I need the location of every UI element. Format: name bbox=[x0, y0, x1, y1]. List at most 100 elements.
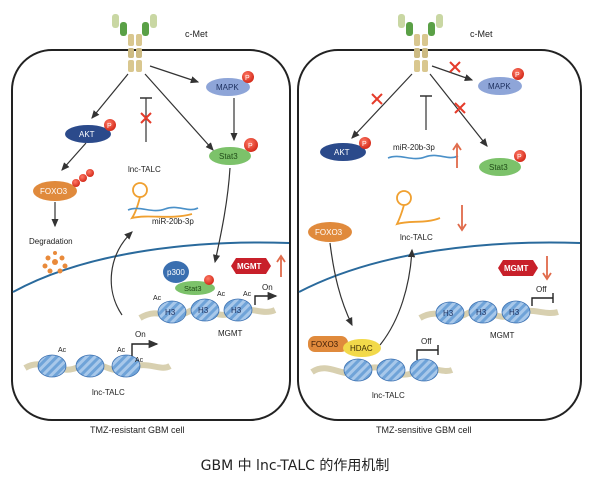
left-mgmt-h3-label-2: H3 bbox=[198, 306, 209, 315]
right-mgmt-off-bar-icon bbox=[531, 293, 554, 306]
left-nuclear-envelope bbox=[12, 241, 290, 293]
left-mgmt-on-arrow-icon bbox=[254, 291, 278, 305]
left-lnc-on-arrow-icon bbox=[131, 339, 159, 356]
right-mapk-node bbox=[478, 77, 522, 95]
left-cell: c-Met AKT P MAPK P Stat3 P FOXO3 bbox=[11, 14, 291, 435]
right-mapk-phospho-icon bbox=[512, 68, 524, 80]
right-c-met-receptor-icon bbox=[398, 14, 443, 72]
right-mgmt-protein-label: MGMT bbox=[504, 264, 529, 273]
left-lnc-ac-label-3: Ac bbox=[135, 357, 144, 364]
right-foxo3-node bbox=[308, 222, 352, 242]
right-cell-title: TMZ-sensitive GBM cell bbox=[376, 425, 472, 435]
right-mgmt-protein-node bbox=[498, 260, 538, 276]
right-mgmt-nucleosomes bbox=[435, 300, 531, 325]
left-mgmt-protein-node bbox=[231, 258, 271, 274]
left-lnc-ac-label-1: Ac bbox=[58, 347, 67, 354]
left-mir-rna-icon bbox=[127, 206, 199, 212]
right-lnc-nucleosomes bbox=[343, 358, 439, 382]
right-nuclear-envelope bbox=[298, 241, 581, 293]
right-akt-node bbox=[320, 143, 366, 161]
left-p300-label: p300 bbox=[167, 268, 185, 277]
left-foxo3-label: FOXO3 bbox=[40, 187, 68, 196]
left-lnc-on-label: On bbox=[135, 330, 146, 339]
right-lnc-talc-gene-label: lnc-TALC bbox=[372, 391, 405, 400]
left-mapk-phospho-icon bbox=[242, 71, 254, 83]
right-mir-label: miR-20b-3p bbox=[393, 143, 435, 152]
left-akt-phospho-icon bbox=[104, 119, 116, 131]
left-mgmt-ac-label-2: Ac bbox=[217, 291, 226, 298]
right-akt-block-x-icon bbox=[371, 93, 383, 105]
left-foxo3-node bbox=[33, 181, 77, 201]
left-mgmt-ac-label-1: Ac bbox=[153, 295, 162, 302]
right-lnc-down-arrow-icon bbox=[457, 205, 467, 232]
right-akt-phospho-label: P bbox=[362, 141, 367, 148]
right-stat3-label: Stat3 bbox=[489, 163, 508, 172]
right-mgmt-h3-label-1: H3 bbox=[443, 309, 454, 318]
left-lnc-nucleosomes bbox=[37, 354, 141, 378]
right-akt-phospho-icon bbox=[359, 137, 371, 149]
right-mir-up-arrow-icon bbox=[452, 142, 462, 168]
right-mgmt-h3-label-3: H3 bbox=[509, 308, 520, 317]
right-lnc-off-label: Off bbox=[421, 337, 432, 346]
right-mgmt-off-label: Off bbox=[536, 285, 547, 294]
right-lnc-off-bar-icon bbox=[416, 345, 439, 360]
left-block-x-icon bbox=[140, 112, 152, 124]
right-mgmt-h3-label-2: H3 bbox=[476, 308, 487, 317]
right-foxo3-nuclear-node bbox=[308, 336, 348, 352]
left-akt-phospho-label: P bbox=[107, 123, 112, 130]
left-c-met-receptor-icon bbox=[112, 14, 157, 72]
left-mgmt-h3-label-1: H3 bbox=[165, 308, 176, 317]
left-stat3-node bbox=[209, 147, 251, 165]
left-mgmt-nucleosomes bbox=[157, 298, 253, 324]
left-p300-node bbox=[163, 261, 189, 283]
left-degradation-fragments-icon bbox=[42, 251, 68, 274]
left-degradation-label: Degradation bbox=[29, 237, 73, 246]
left-foxo3-phospho-icon bbox=[72, 169, 94, 187]
left-mir-label: miR-20b-3p bbox=[152, 217, 194, 226]
right-mapk-block-x-icon bbox=[449, 61, 461, 73]
left-mgmt-ac-label-3: Ac bbox=[243, 291, 252, 298]
right-mgmt-down-arrow-icon bbox=[542, 256, 552, 281]
left-stat3-label: Stat3 bbox=[219, 152, 238, 161]
left-lnc-talc-rna-icon bbox=[130, 182, 193, 220]
right-receptor-label: c-Met bbox=[470, 29, 493, 39]
left-cell-membrane bbox=[11, 49, 291, 421]
right-foxo3-nuclear-label: FOXO3 bbox=[311, 340, 339, 349]
right-mgmt-gene-label: MGMT bbox=[490, 331, 515, 340]
left-mapk-phospho-label: P bbox=[245, 75, 250, 82]
right-hdac-node bbox=[343, 339, 381, 357]
right-mapk-phospho-label: P bbox=[515, 72, 520, 79]
right-stat3-block-x-icon bbox=[454, 102, 466, 114]
left-mgmt-h3-label-3: H3 bbox=[231, 306, 242, 315]
right-cell: c-Met AKT P MAPK P miR-20b-3p bbox=[297, 14, 582, 435]
right-lnc-talc-rna-icon bbox=[395, 190, 441, 226]
right-stat3-node bbox=[479, 158, 521, 176]
left-lnc-talc-label: lnc-TALC bbox=[128, 165, 161, 174]
left-stat3-phospho-icon bbox=[244, 138, 258, 152]
right-mapk-label: MAPK bbox=[488, 82, 511, 91]
lnc-talc-mechanism-diagram: c-Met AKT P MAPK P Stat3 P FOXO3 bbox=[11, 14, 582, 435]
left-receptor-label: c-Met bbox=[185, 29, 208, 39]
left-lnc-ac-label-2: Ac bbox=[117, 347, 126, 354]
left-mapk-node bbox=[206, 78, 250, 96]
right-mir-rna-icon bbox=[387, 154, 459, 160]
left-stat3-nuclear-node bbox=[175, 281, 215, 295]
right-stat3-phospho-icon bbox=[514, 150, 526, 162]
left-stat3-phospho-label: P bbox=[248, 143, 253, 150]
right-stat3-phospho-label: P bbox=[517, 154, 522, 161]
right-lnc-talc-label: lnc-TALC bbox=[400, 233, 433, 242]
left-akt-node bbox=[65, 125, 111, 143]
right-cell-membrane bbox=[297, 49, 582, 421]
figure-caption: GBM 中 lnc-TALC 的作用机制 bbox=[200, 458, 390, 474]
left-stat3-nuclear-phospho-icon bbox=[204, 275, 214, 285]
left-mgmt-gene-label: MGMT bbox=[218, 329, 243, 338]
right-akt-label: AKT bbox=[334, 148, 350, 157]
left-mapk-label: MAPK bbox=[216, 83, 239, 92]
left-mgmt-on-label: On bbox=[262, 283, 273, 292]
left-lnc-talc-gene-label: lnc-TALC bbox=[92, 388, 125, 397]
right-foxo3-label: FOXO3 bbox=[315, 228, 343, 237]
left-mgmt-up-arrow-icon bbox=[276, 254, 286, 277]
left-mgmt-protein-label: MGMT bbox=[237, 262, 262, 271]
left-cell-title: TMZ-resistant GBM cell bbox=[90, 425, 185, 435]
left-akt-label: AKT bbox=[79, 130, 95, 139]
